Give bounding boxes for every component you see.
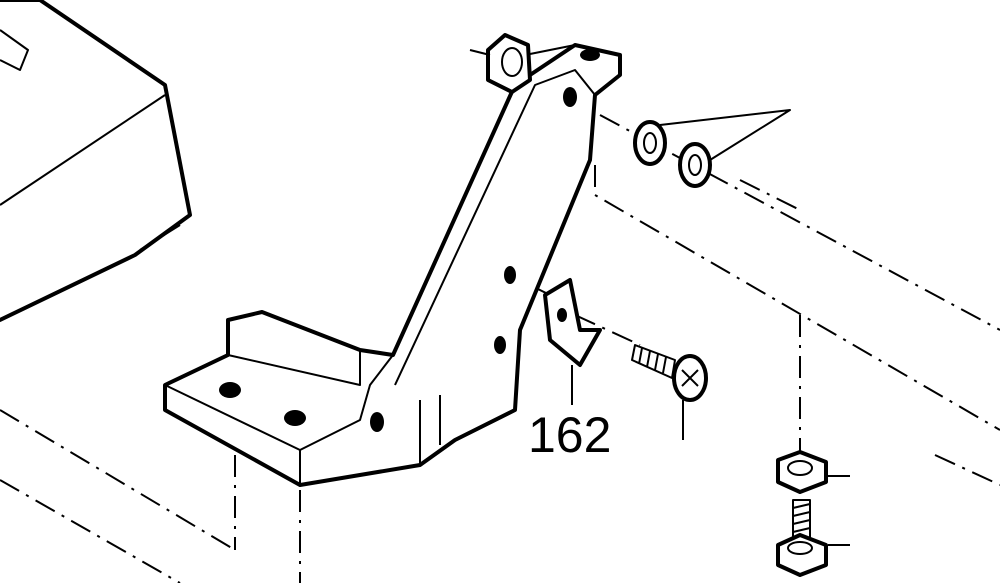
washers [633,109,791,188]
housing-block [0,0,192,322]
part-number-label: 162 [528,407,612,463]
clip-162 [543,278,602,405]
screw [631,344,708,440]
nut-top [469,33,532,94]
bracket [163,43,622,487]
nut-bolt-bottom [776,450,850,577]
